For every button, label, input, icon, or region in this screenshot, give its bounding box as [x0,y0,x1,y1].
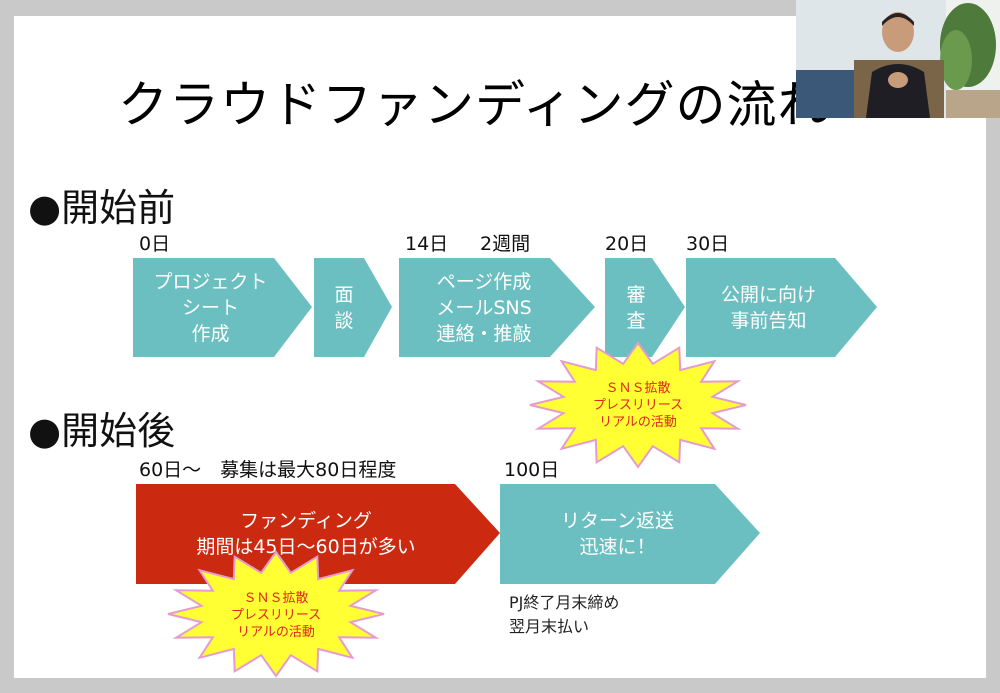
payment-note-line: PJ終了月末締め [509,593,620,612]
section-heading-after: ●開始後 [28,409,176,453]
step-arrow-page-creation [399,258,595,357]
slide-title: クラウドファンディングの流れ [118,76,829,134]
step-arrow-project-sheet [133,258,312,357]
day-label-2weeks: 2週間 [480,233,531,255]
period-label: 60日～ 募集は最大80日程度 [139,459,397,481]
step-interview-line: 面 [334,283,354,306]
sns-burst-before-line: ＳＮＳ拡散 [605,380,671,396]
step-page-creation-line: 連絡・推敲 [436,322,532,345]
day-label-14: 14日 [405,233,449,255]
payment-note-line: 翌月末払い [509,617,590,636]
step-interview-line: 談 [334,309,354,332]
sns-burst-after-line: ＳＮＳ拡散 [243,590,309,606]
step-pre-announcement-line: 事前告知 [730,309,807,332]
step-arrow-interview [314,258,392,357]
day-label-30: 30日 [686,233,730,255]
step-project-sheet-line: 作成 [191,322,230,345]
step-pre-announcement-line: 公開に向け [720,283,816,306]
presenter-video-feed [796,0,1000,118]
step-arrow-pre-announcement [686,258,877,357]
step-page-creation: ページ作成 メールSNS 連絡・推敲 [399,258,569,357]
sns-burst-after-line: プレスリリース [230,607,322,623]
step-page-creation-line: メールSNS [436,296,532,319]
step-project-sheet: プロジェクト シート 作成 [133,258,288,357]
step-project-sheet-line: シート [181,296,239,319]
sns-burst-after: ＳＮＳ拡散 プレスリリース リアルの活動 [206,580,346,650]
step-review: 審 査 [605,258,667,357]
sns-burst-after-line: リアルの活動 [237,624,315,640]
funding-line: 期間は45日～60日が多い [196,536,416,558]
sns-burst-before: ＳＮＳ拡散 プレスリリース リアルの活動 [568,370,708,440]
day-label-100: 100日 [504,459,560,481]
day-label-0: 0日 [139,233,171,255]
section-heading-before: ●開始前 [28,186,176,230]
sns-burst-before-line: リアルの活動 [599,414,677,430]
day-label-20: 20日 [605,233,649,255]
step-arrow-review [605,258,685,357]
return-arrow [500,484,760,584]
sns-burst-shape-before [529,341,747,469]
return-line: リターン返送 [560,510,675,532]
step-review-line: 査 [626,309,646,332]
step-pre-announcement: 公開に向け 事前告知 [686,258,851,357]
funding-period-box: ファンディング 期間は45日～60日が多い [136,484,476,584]
step-project-sheet-line: プロジェクト [153,270,268,293]
step-review-line: 審 [626,283,646,306]
step-interview: 面 談 [314,258,374,357]
funding-line: ファンディング [240,510,372,532]
funding-arrow [136,484,500,584]
return-shipping-box: リターン返送 迅速に！ [500,484,735,584]
return-line: 迅速に！ [579,536,656,558]
presenter-video-icon [796,0,1000,118]
sns-burst-shape-after [167,550,385,678]
step-page-creation-line: ページ作成 [436,270,532,293]
sns-burst-before-line: プレスリリース [592,397,684,413]
payment-note: PJ終了月末締め 翌月末払い [509,591,619,639]
